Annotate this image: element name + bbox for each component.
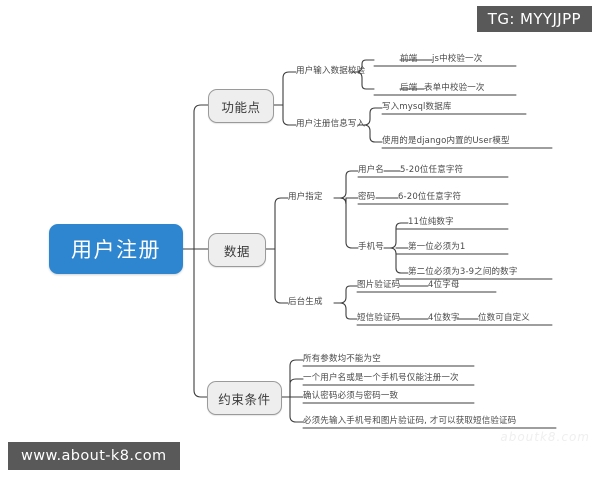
leaf-js-validate-once[interactable]: js中校验一次 xyxy=(432,54,483,64)
branch-node-function-points[interactable]: 功能点 xyxy=(208,89,274,123)
leaf-image-captcha[interactable]: 图片验证码 xyxy=(357,280,401,290)
leaf-phone-second-digit[interactable]: 第二位必须为3-9之间的数字 xyxy=(408,267,518,277)
leaf-constraint-unique-register[interactable]: 一个用户名或是一个手机号仅能注册一次 xyxy=(303,373,459,383)
leaf-form-validate-once[interactable]: 表单中校验一次 xyxy=(424,83,485,93)
leaf-constraint-sms-prerequisite[interactable]: 必须先输入手机号和图片验证码, 才可以获取短信验证码 xyxy=(303,416,517,426)
leaf-constraint-no-empty[interactable]: 所有参数均不能为空 xyxy=(303,354,381,364)
leaf-sms-captcha[interactable]: 短信验证码 xyxy=(357,313,401,323)
site-watermark-badge: www.about-k8.com xyxy=(8,442,180,470)
leaf-username-rule[interactable]: 5-20位任意字符 xyxy=(400,165,464,175)
leaf-image-captcha-rule[interactable]: 4位字母 xyxy=(428,280,460,290)
leaf-registration-info-write[interactable]: 用户注册信息写入 xyxy=(296,119,366,129)
leaf-write-to-mysql[interactable]: 写入mysql数据库 xyxy=(382,102,452,112)
leaf-sms-captcha-rule[interactable]: 4位数字 xyxy=(428,313,460,323)
branch-node-data[interactable]: 数据 xyxy=(208,233,266,267)
leaf-django-user-model[interactable]: 使用的是django内置的User模型 xyxy=(382,136,510,146)
leaf-backend[interactable]: 后端 xyxy=(400,83,418,93)
leaf-constraint-password-match[interactable]: 确认密码必须与密码一致 xyxy=(303,391,399,401)
leaf-password-rule[interactable]: 6-20位任意字符 xyxy=(398,192,462,202)
leaf-username[interactable]: 用户名 xyxy=(358,165,384,175)
leaf-input-validation[interactable]: 用户输入数据校验 xyxy=(296,66,366,76)
leaf-phone-first-digit[interactable]: 第一位必须为1 xyxy=(408,242,466,252)
leaf-password[interactable]: 密码 xyxy=(358,192,376,202)
leaf-phone-11-digits[interactable]: 11位纯数字 xyxy=(408,217,454,227)
background-watermark: aboutk8.com xyxy=(500,430,590,444)
leaf-backend-generated[interactable]: 后台生成 xyxy=(288,297,323,307)
root-node-user-registration[interactable]: 用户注册 xyxy=(49,224,183,274)
leaf-user-specified[interactable]: 用户指定 xyxy=(288,192,323,202)
leaf-sms-length-customizable[interactable]: 位数可自定义 xyxy=(478,313,530,323)
telegram-watermark-badge: TG: MYYJJPP xyxy=(476,6,592,32)
branch-node-constraints[interactable]: 约束条件 xyxy=(207,381,282,415)
leaf-frontend[interactable]: 前端 xyxy=(400,54,418,64)
leaf-phone-number[interactable]: 手机号 xyxy=(358,242,384,252)
